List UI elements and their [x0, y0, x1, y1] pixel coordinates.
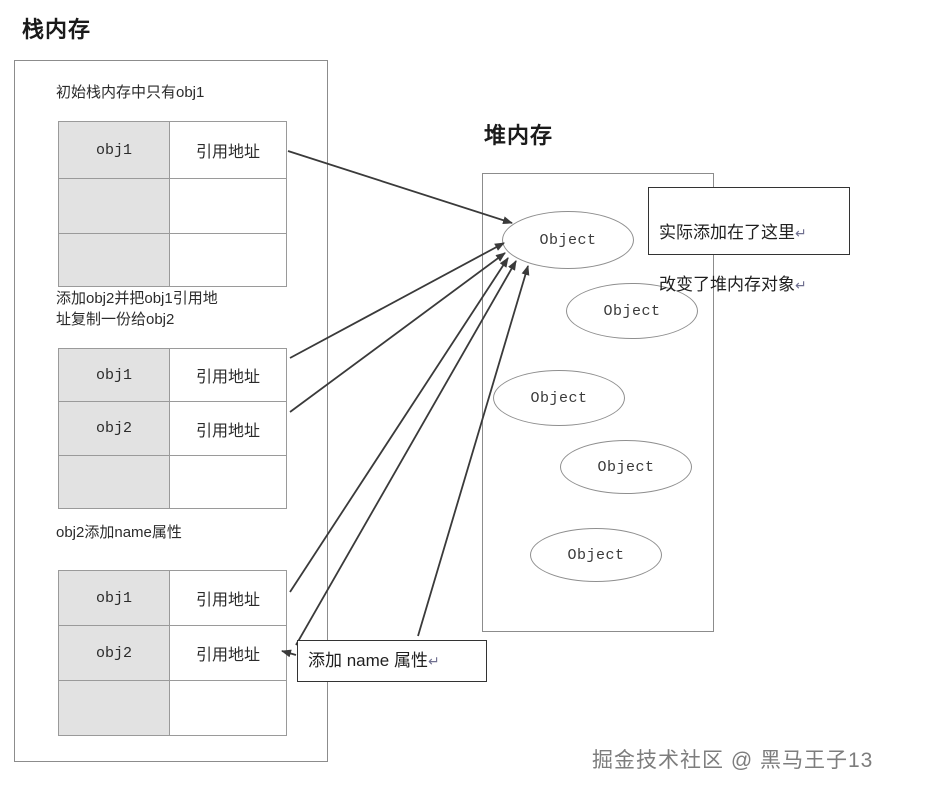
stack-cell-value	[169, 680, 287, 736]
stack-table-2: obj1 引用地址 obj2 引用地址	[58, 348, 287, 509]
name-property-callout: 添加 name 属性↵	[297, 640, 487, 682]
stack-table-3: obj1 引用地址 obj2 引用地址	[58, 570, 287, 736]
stack-cell-key: obj1	[58, 121, 170, 179]
stack-cell-key: obj2	[58, 401, 170, 456]
table-row	[58, 233, 287, 287]
stack-cell-key	[58, 233, 170, 287]
stack-table-1: obj1 引用地址	[58, 121, 287, 287]
stack-block-1-caption: 初始栈内存中只有obj1	[56, 84, 205, 101]
stack-cell-key	[58, 178, 170, 234]
table-row: obj2 引用地址	[58, 625, 287, 681]
heap-object-ellipse-4: Object	[560, 440, 692, 494]
pilcrow-icon: ↵	[795, 277, 807, 293]
heap-object-label: Object	[530, 389, 588, 407]
stack-cell-key	[58, 455, 170, 509]
stack-cell-value: 引用地址	[169, 348, 287, 402]
heap-note-line-1: 实际添加在了这里	[659, 223, 795, 242]
stack-block-3-caption: obj2添加name属性	[56, 524, 182, 541]
stack-cell-value: 引用地址	[169, 625, 287, 681]
stack-cell-value: 引用地址	[169, 121, 287, 179]
stack-cell-value: 引用地址	[169, 570, 287, 626]
watermark-text: 掘金技术社区 @ 黑马王子13	[592, 749, 874, 772]
name-note-text: 添加 name 属性	[308, 651, 428, 670]
stack-cell-key: obj1	[58, 570, 170, 626]
stack-cell-value	[169, 455, 287, 509]
heap-object-label: Object	[539, 231, 597, 249]
heap-memory-title: 堆内存	[484, 123, 554, 148]
table-row: obj1 引用地址	[58, 121, 287, 179]
stack-cell-key: obj1	[58, 348, 170, 402]
stack-block-2-caption: 添加obj2并把obj1引用地 址复制一份给obj2	[56, 290, 218, 328]
heap-note-callout: 实际添加在了这里↵ 改变了堆内存对象↵	[648, 187, 850, 294]
table-row: obj1 引用地址	[58, 348, 287, 402]
stack-cell-key	[58, 680, 170, 736]
heap-object-ellipse-5: Object	[530, 528, 662, 582]
table-row	[58, 455, 287, 509]
heap-object-ellipse-1: Object	[502, 211, 634, 269]
heap-object-label: Object	[567, 546, 625, 564]
heap-object-ellipse-3: Object	[493, 370, 625, 426]
table-row: obj1 引用地址	[58, 570, 287, 626]
stack-cell-value: 引用地址	[169, 401, 287, 456]
heap-object-ellipse-2: Object	[566, 283, 698, 339]
pilcrow-icon: ↵	[427, 653, 440, 669]
heap-object-label: Object	[597, 458, 655, 476]
stack-cell-key: obj2	[58, 625, 170, 681]
table-row	[58, 680, 287, 736]
heap-object-label: Object	[603, 302, 661, 320]
table-row: obj2 引用地址	[58, 401, 287, 456]
pilcrow-icon: ↵	[795, 225, 807, 241]
table-row	[58, 178, 287, 234]
stack-memory-title: 栈内存	[22, 17, 92, 42]
stack-cell-value	[169, 178, 287, 234]
stack-cell-value	[169, 233, 287, 287]
heap-note-line-2: 改变了堆内存对象	[659, 275, 795, 294]
